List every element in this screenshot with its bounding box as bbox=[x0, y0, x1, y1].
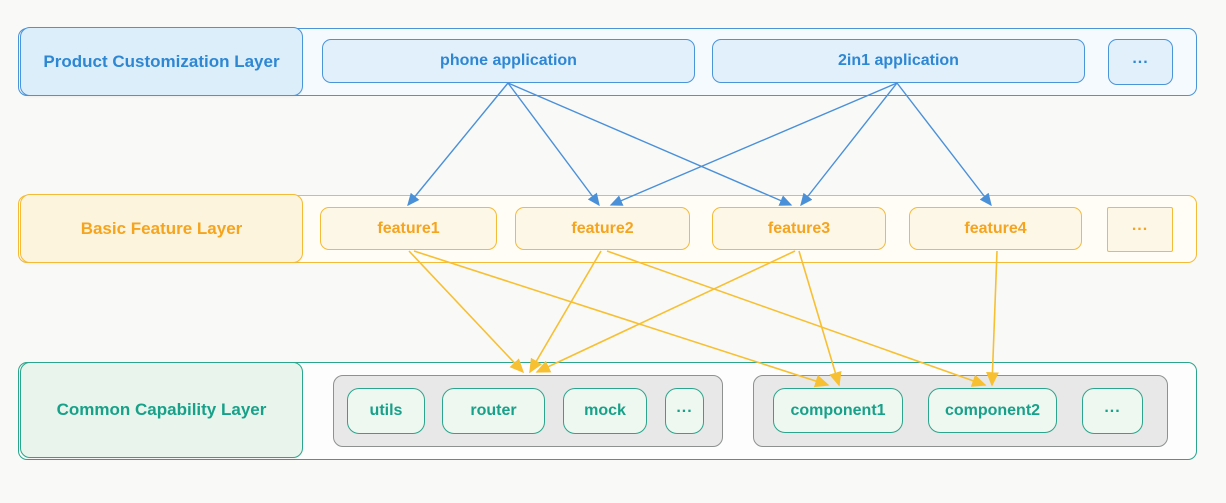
node-feature4: feature4 bbox=[909, 207, 1082, 250]
product-layer-label: Product Customization Layer bbox=[20, 27, 303, 96]
node-component2: component2 bbox=[928, 388, 1057, 433]
common-layer-title: Common Capability Layer bbox=[56, 400, 267, 419]
node-utils: utils bbox=[347, 388, 425, 434]
node-label: router bbox=[470, 402, 517, 419]
arrow-feature-to-common-1 bbox=[529, 250, 602, 374]
arrow-feature-to-common-2 bbox=[535, 250, 796, 373]
common-layer-label: Common Capability Layer bbox=[20, 362, 303, 458]
node-component-group-ellipsis: ... bbox=[1082, 388, 1143, 434]
node-label: component2 bbox=[944, 401, 1041, 419]
node-utils-group-ellipsis: ... bbox=[665, 388, 704, 434]
node-feature1: feature1 bbox=[320, 207, 497, 250]
node-mock: mock bbox=[563, 388, 647, 434]
node-feature2: feature2 bbox=[515, 207, 690, 250]
arrow-app-to-feature-0 bbox=[407, 82, 509, 207]
node-label: utils bbox=[369, 402, 403, 419]
node-feature3: feature3 bbox=[712, 207, 886, 250]
node-label: component1 bbox=[790, 401, 886, 419]
node-label: feature2 bbox=[571, 219, 634, 237]
node-label: feature3 bbox=[767, 219, 831, 237]
product-layer-title: Product Customization Layer bbox=[43, 51, 280, 71]
node-phone-application: phone application bbox=[322, 39, 695, 83]
node-2in1-application: 2in1 application bbox=[712, 39, 1085, 83]
node-feature-ellipsis: ... bbox=[1107, 207, 1173, 252]
feature-layer-label: Basic Feature Layer bbox=[20, 194, 303, 263]
arrow-app-to-feature-5 bbox=[896, 82, 992, 207]
node-label: mock bbox=[584, 402, 626, 419]
ellipsis-label: ... bbox=[1132, 49, 1149, 67]
node-label: feature1 bbox=[377, 219, 440, 237]
ellipsis-label: ... bbox=[1131, 217, 1149, 234]
ellipsis-label: ... bbox=[1104, 398, 1121, 416]
node-component1: component1 bbox=[773, 388, 903, 433]
arrow-feature-to-common-0 bbox=[408, 250, 525, 374]
arrow-app-to-feature-2 bbox=[507, 82, 793, 206]
arrow-app-to-feature-4 bbox=[800, 82, 898, 207]
arrow-app-to-feature-1 bbox=[507, 82, 600, 207]
node-product-ellipsis: ... bbox=[1108, 39, 1173, 85]
arrow-app-to-feature-3 bbox=[609, 82, 898, 206]
node-label: feature4 bbox=[964, 219, 1027, 237]
feature-layer-title: Basic Feature Layer bbox=[80, 218, 243, 238]
node-label: 2in1 application bbox=[838, 52, 959, 69]
ellipsis-label: ... bbox=[676, 398, 693, 416]
node-label: phone application bbox=[440, 52, 577, 69]
node-router: router bbox=[442, 388, 545, 434]
